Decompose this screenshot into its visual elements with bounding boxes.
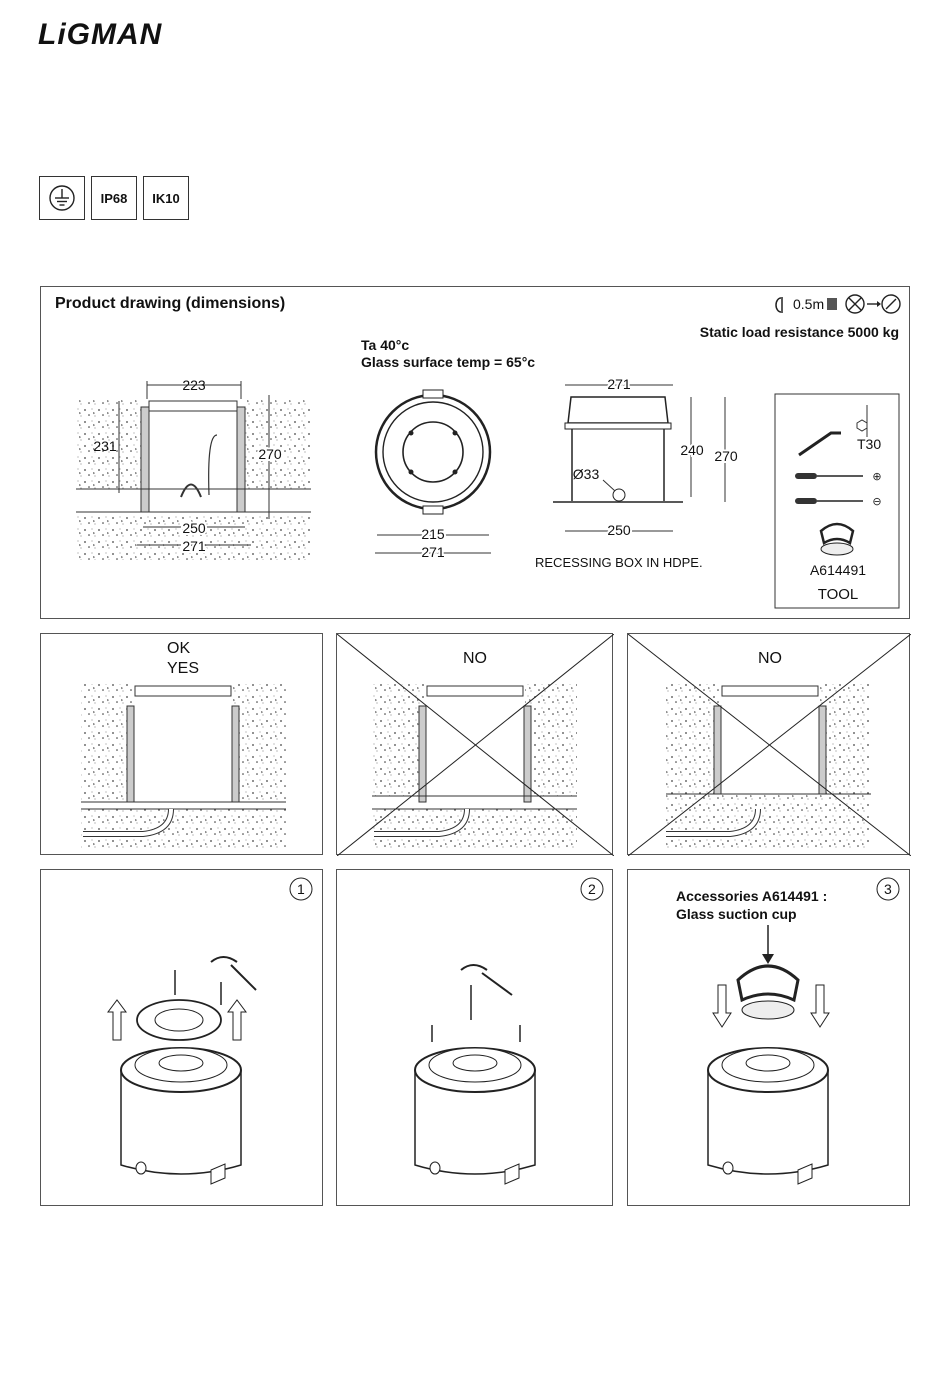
dim-250-side: 250 <box>182 520 206 536</box>
step-2-panel: 2 <box>336 869 613 1206</box>
install-no-panel-2: NO <box>627 633 910 855</box>
step-number-3: 3 <box>884 881 892 897</box>
product-drawing-panel: 223 231 270 250 271 215 271 <box>40 286 910 619</box>
box-caption: RECESSING BOX IN HDPE. <box>535 555 703 570</box>
luminaire-drawing <box>415 965 535 1184</box>
static-load: Static load resistance 5000 kg <box>700 324 899 340</box>
tool-t30: T30 <box>857 436 881 452</box>
dim-250-box: 250 <box>607 522 631 538</box>
brand-logo: LiGMAN <box>38 18 162 52</box>
dim-215: 215 <box>421 526 445 542</box>
yes-label: YES <box>167 660 199 678</box>
step-number-2: 2 <box>588 881 596 897</box>
install-ok-panel: OK YES <box>40 633 323 855</box>
install-no-panel-1: NO <box>336 633 613 855</box>
earth-icon <box>39 176 85 220</box>
surface-icon <box>827 298 837 310</box>
dim-270-box: 270 <box>714 448 738 464</box>
accessory-line-2: Glass suction cup <box>676 906 797 922</box>
ip68-badge: IP68 <box>91 176 137 220</box>
no-label-2: NO <box>758 650 782 668</box>
tool-code: A614491 <box>810 562 866 578</box>
no-label-1: NO <box>463 650 487 668</box>
luminaire-drawing <box>708 1048 828 1184</box>
svg-text:⊖: ⊖ <box>872 496 881 508</box>
dim-270-side: 270 <box>258 446 282 462</box>
step-1-panel: 1 <box>40 869 323 1206</box>
dim-223: 223 <box>182 377 206 393</box>
ambient-temp: Ta 40°c <box>361 337 409 353</box>
ok-label: OK <box>167 640 190 658</box>
beam-icon <box>776 297 782 313</box>
dim-240: 240 <box>680 442 704 458</box>
beam-distance: 0.5m <box>793 296 824 312</box>
step-3-panel: 3 Accessories A614491 : Glass suction cu… <box>627 869 910 1206</box>
drawing-title: Product drawing (dimensions) <box>55 295 285 313</box>
dim-271-box: 271 <box>607 376 631 392</box>
suction-cup-drawing <box>713 925 829 1027</box>
dim-271-side: 271 <box>182 538 206 554</box>
maintenance-icon <box>846 295 900 313</box>
step-number-1: 1 <box>297 881 305 897</box>
glass-temp: Glass surface temp = 65°c <box>361 354 535 370</box>
dim-231: 231 <box>93 438 117 454</box>
dim-271-top: 271 <box>421 544 445 560</box>
tool-label: TOOL <box>818 586 859 603</box>
ik10-badge: IK10 <box>143 176 189 220</box>
recessing-box-drawing <box>553 385 725 531</box>
accessory-line-1: Accessories A614491 : <box>676 888 827 904</box>
dim-hole: Ø33 <box>573 466 600 482</box>
luminaire-drawing <box>108 957 256 1184</box>
svg-text:⊕: ⊕ <box>872 471 881 483</box>
